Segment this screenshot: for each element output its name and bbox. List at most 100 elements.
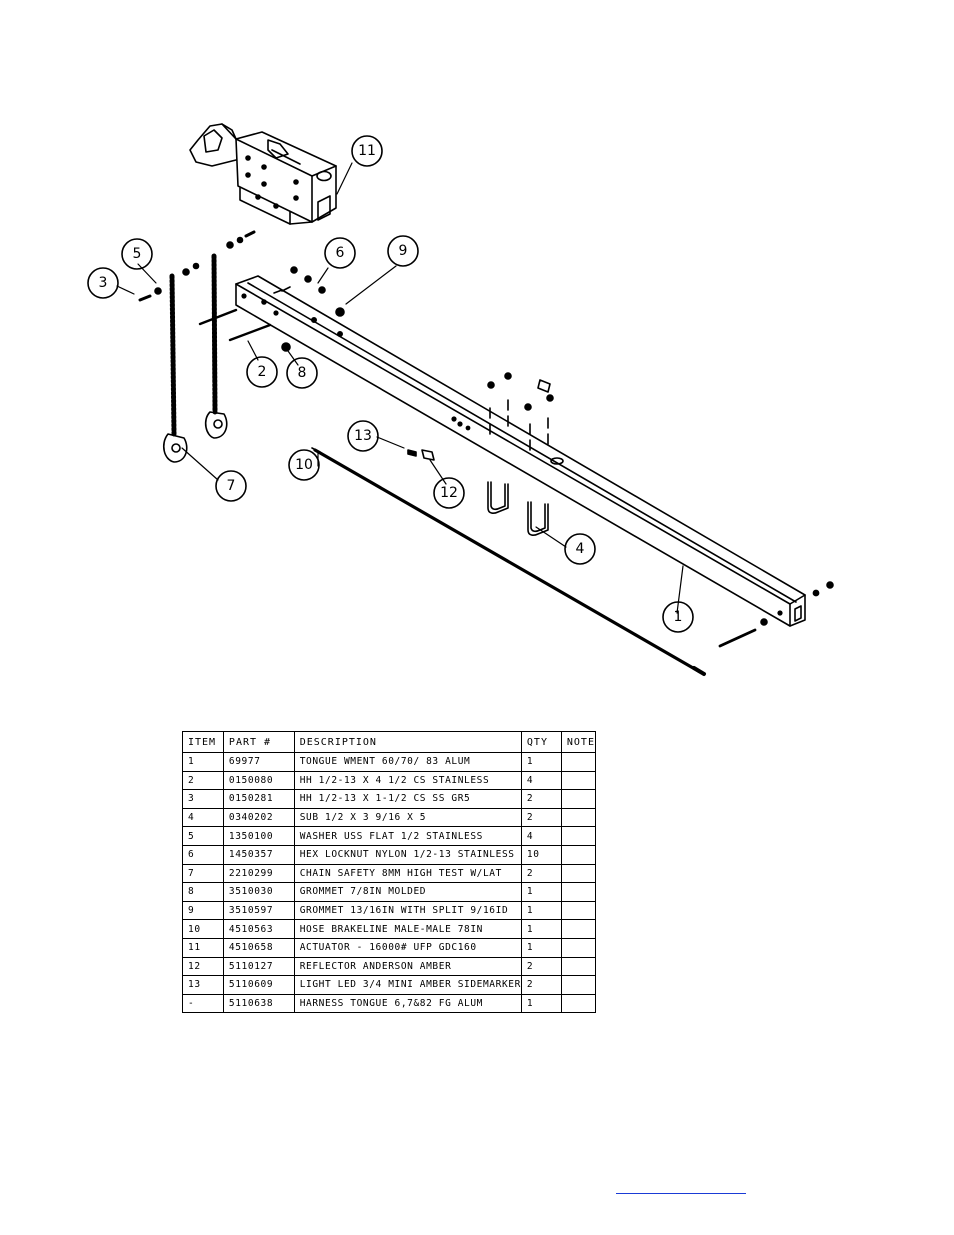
- callout-label-10: 10: [295, 457, 313, 473]
- cell-item: 9: [182, 900, 224, 921]
- cell-description: ACTUATOR - 16000# UFP GDC160: [293, 937, 522, 958]
- cell-item: 4: [182, 807, 224, 828]
- header-note: NOTE: [560, 731, 597, 753]
- cell-note: [560, 900, 597, 921]
- cell-item: 2: [182, 770, 224, 791]
- header-description: DESCRIPTION: [293, 731, 522, 753]
- callout-label-12: 12: [440, 485, 458, 501]
- callout-label-9: 9: [399, 243, 408, 259]
- callout-label-5: 5: [133, 246, 142, 262]
- cell-note: [560, 770, 597, 791]
- rear-hardware: [718, 581, 834, 648]
- cell-qty: 1: [520, 900, 562, 921]
- cell-description: LIGHT LED 3/4 MINI AMBER SIDEMARKER: [293, 975, 522, 995]
- cell-note: [560, 807, 597, 828]
- header-part-number: PART #: [222, 731, 295, 753]
- cell-note: [560, 975, 597, 995]
- leader-lines: [116, 162, 684, 614]
- callout-circle-9: [387, 235, 419, 267]
- cell-note: [560, 826, 597, 846]
- callout-label-7: 7: [227, 478, 236, 494]
- cell-note: [560, 882, 597, 902]
- cell-part-number: 69977: [222, 752, 295, 772]
- cell-part-number: 5110609: [222, 975, 295, 995]
- cell-item: 10: [182, 919, 224, 939]
- cell-part-number: 4510658: [222, 937, 295, 958]
- callout-circle-3: [87, 267, 119, 299]
- callout-circle-5: [121, 238, 153, 270]
- cell-qty: 1: [520, 752, 562, 772]
- cell-description: CHAIN SAFETY 8MM HIGH TEST W/LAT: [293, 863, 522, 884]
- callout-circle-13: [347, 420, 379, 452]
- cell-note: [560, 993, 597, 1014]
- cell-description: GROMMET 7/8IN MOLDED: [293, 882, 522, 902]
- footer-link[interactable]: [616, 1181, 746, 1194]
- cell-part-number: 5110127: [222, 956, 295, 977]
- cell-qty: 4: [520, 826, 562, 846]
- cell-part-number: 5110638: [222, 993, 295, 1014]
- callout-circle-12: [433, 477, 465, 509]
- cell-item: 12: [182, 956, 224, 977]
- cell-note: [560, 919, 597, 939]
- cell-description: TONGUE WMENT 60/70/ 83 ALUM: [293, 752, 522, 772]
- callout-label-13: 13: [354, 428, 372, 444]
- cell-part-number: 0150080: [222, 770, 295, 791]
- cell-note: [560, 752, 597, 772]
- cell-description: WASHER USS FLAT 1/2 STAINLESS: [293, 826, 522, 846]
- header-qty: QTY: [520, 731, 562, 753]
- cell-part-number: 4510563: [222, 919, 295, 939]
- cell-item: 3: [182, 789, 224, 809]
- cell-description: GROMMET 13/16IN WITH SPLIT 9/16ID: [293, 900, 522, 921]
- cell-note: [560, 863, 597, 884]
- cell-description: HARNESS TONGUE 6,7&82 FG ALUM: [293, 993, 522, 1014]
- grommet-9: [335, 307, 345, 317]
- safety-chains: [162, 253, 228, 463]
- cell-qty: 1: [520, 882, 562, 902]
- cell-qty: 1: [520, 919, 562, 939]
- cell-part-number: 0150281: [222, 789, 295, 809]
- cell-description: HEX LOCKNUT NYLON 1/2-13 STAINLESS: [293, 844, 522, 865]
- callout-circle-11: [351, 135, 383, 167]
- cell-item: -: [182, 993, 224, 1014]
- cell-qty: 10: [520, 844, 562, 865]
- cell-qty: 1: [520, 937, 562, 958]
- front-hardware: [138, 230, 326, 342]
- cell-part-number: 3510597: [222, 900, 295, 921]
- callout-label-6: 6: [336, 245, 345, 261]
- cell-item: 5: [182, 826, 224, 846]
- callout-circle-7: [215, 470, 247, 502]
- cell-note: [560, 789, 597, 809]
- actuator-coupler: [189, 123, 337, 225]
- cell-part-number: 3510030: [222, 882, 295, 902]
- tongue-tube: [235, 275, 806, 627]
- callout-circle-6: [324, 237, 356, 269]
- callout-label-8: 8: [298, 365, 307, 381]
- cell-qty: 1: [520, 993, 562, 1014]
- callout-circle-2: [246, 356, 278, 388]
- cell-qty: 2: [520, 975, 562, 995]
- cell-item: 13: [182, 975, 224, 995]
- header-item: ITEM: [182, 731, 224, 753]
- light-13: [407, 449, 417, 457]
- brake-hose: [311, 447, 706, 676]
- callout-circle-10: [288, 449, 320, 481]
- callout-circle-8: [286, 357, 318, 389]
- cell-part-number: 1350100: [222, 826, 295, 846]
- cell-qty: 4: [520, 770, 562, 791]
- grommet-8: [281, 342, 291, 352]
- cell-part-number: 2210299: [222, 863, 295, 884]
